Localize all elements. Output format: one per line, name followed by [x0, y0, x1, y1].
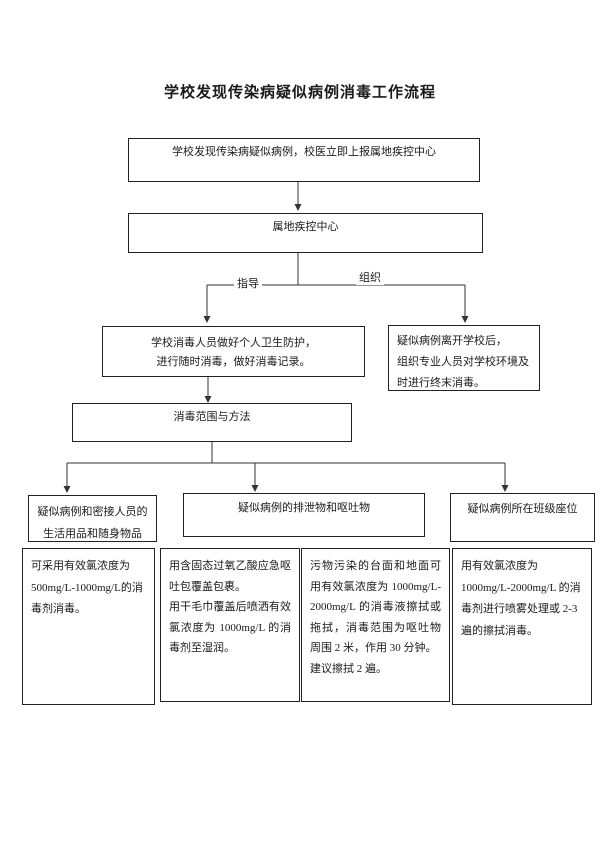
cdc-box: 属地疾控中心 — [128, 213, 483, 253]
detail-classroom-seat-box: 用有效氯浓度为 1000mg/L-2000mg/L 的消毒剂进行喷雾处理或 2-… — [452, 548, 592, 705]
page-title: 学校发现传染病疑似病例消毒工作流程 — [163, 85, 436, 101]
organize-branch-label: 组织 — [356, 271, 384, 285]
terminal-disinfect-box: 疑似病例离开学校后， 组织专业人员对学校环境及 时进行终末消毒。 — [388, 325, 540, 391]
scope-method-box: 消毒范围与方法 — [72, 403, 352, 442]
detail-personal-items-box: 可采用有效氯浓度为500mg/L-1000mg/L的消毒剂消毒。 — [22, 548, 155, 705]
guide-branch-label: 指导 — [234, 277, 262, 291]
report-to-cdc-box: 学校发现传染病疑似病例，校医立即上报属地疾控中心 — [128, 138, 480, 182]
detail-vomit-pack-box: 用含固态过氧乙酸应急呕吐包覆盖包裹。 用干毛巾覆盖后喷洒有效氯浓度为 1000m… — [160, 548, 300, 702]
school-disinfect-box: 学校消毒人员做好个人卫生防护， 进行随时消毒，做好消毒记录。 — [102, 326, 365, 377]
detail-surface-floor-box: 污物污染的台面和地面可用有效氯浓度为 1000mg/L-2000mg/L 的消毒… — [301, 548, 450, 702]
category-personal-items-box: 疑似病例和密接人员的 生活用品和随身物品 — [28, 495, 157, 542]
category-classroom-seat-box: 疑似病例所在班级座位 — [450, 493, 595, 542]
category-excreta-vomit-box: 疑似病例的排泄物和呕吐物 — [183, 493, 425, 537]
